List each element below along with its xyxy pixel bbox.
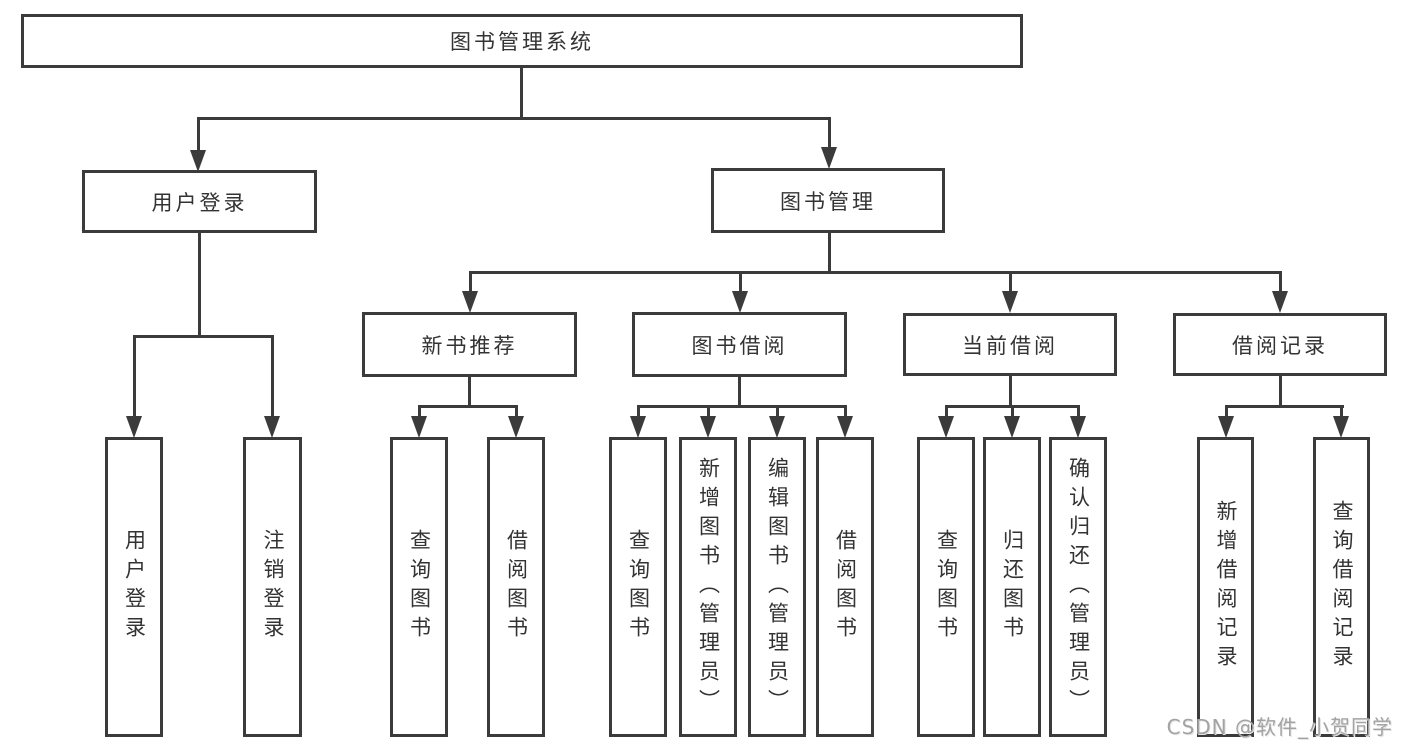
leaf-query-books-current: 查询图书 <box>917 437 975 737</box>
node-book-borrowing: 图书借阅 <box>632 312 847 377</box>
connector-line <box>133 335 136 417</box>
connector-line <box>776 405 779 418</box>
arrowhead-down-icon <box>1070 416 1086 438</box>
node-book-management: 图书管理 <box>711 168 945 233</box>
arrowhead-down-icon <box>126 416 142 438</box>
arrowhead-down-icon <box>462 291 478 313</box>
arrowhead-down-icon <box>821 147 837 169</box>
connector-line <box>945 405 948 418</box>
connector-line <box>133 335 274 338</box>
connector-line <box>515 405 518 418</box>
connector-line <box>1225 405 1344 408</box>
connector-line <box>1011 405 1014 418</box>
arrowhead-down-icon <box>508 416 524 438</box>
arrowhead-down-icon <box>837 416 853 438</box>
arrowhead-down-icon <box>700 416 716 438</box>
node-new-book-recommendation: 新书推荐 <box>362 312 577 377</box>
connector-line <box>738 377 741 408</box>
node-borrowing-records: 借阅记录 <box>1173 313 1387 376</box>
leaf-query-borrow-record: 查询借阅记录 <box>1313 437 1370 737</box>
connector-line <box>271 335 274 417</box>
connector-line <box>469 271 1282 274</box>
leaf-add-books-admin: 新增图书（管理员） <box>679 437 737 737</box>
connector-line <box>1077 405 1080 418</box>
arrowhead-down-icon <box>1333 416 1349 438</box>
arrowhead-down-icon <box>411 416 427 438</box>
connector-line <box>844 405 847 418</box>
connector-line <box>197 117 200 152</box>
connector-line <box>1279 271 1282 292</box>
node-user-login: 用户登录 <box>82 170 317 233</box>
leaf-return-books: 归还图书 <box>983 437 1041 737</box>
connector-line <box>198 233 201 338</box>
arrowhead-down-icon <box>769 416 785 438</box>
connector-line <box>637 405 640 418</box>
arrowhead-down-icon <box>264 416 280 438</box>
arrowhead-down-icon <box>190 150 206 172</box>
arrowhead-down-icon <box>1004 416 1020 438</box>
arrowhead-down-icon <box>1218 416 1234 438</box>
leaf-edit-books-admin: 编辑图书（管理员） <box>748 437 806 737</box>
connector-line <box>828 117 831 148</box>
connector-line <box>520 68 523 117</box>
arrowhead-down-icon <box>630 416 646 438</box>
arrowhead-down-icon <box>1272 291 1288 313</box>
connector-line <box>707 405 710 418</box>
node-current-borrowing: 当前借阅 <box>903 313 1117 376</box>
connector-line <box>637 405 847 408</box>
watermark: CSDN @软件_小贺同学 <box>1166 715 1393 739</box>
connector-line <box>468 377 471 408</box>
connector-line <box>1279 376 1282 408</box>
leaf-borrow-books-rec: 借阅图书 <box>487 437 545 737</box>
connector-line <box>1009 376 1012 408</box>
leaf-user-login: 用户登录 <box>105 437 163 737</box>
connector-line <box>1009 271 1012 292</box>
leaf-logout: 注销登录 <box>243 437 302 737</box>
arrowhead-down-icon <box>938 416 954 438</box>
connector-line <box>1225 405 1228 418</box>
connector-line <box>1340 405 1343 418</box>
connector-line <box>418 405 518 408</box>
connector-line <box>828 233 831 274</box>
leaf-query-books-rec: 查询图书 <box>390 437 448 737</box>
arrowhead-down-icon <box>732 291 748 313</box>
connector-line <box>197 117 831 120</box>
connector-line <box>739 271 742 292</box>
node-library-management-system: 图书管理系统 <box>21 14 1023 68</box>
arrowhead-down-icon <box>1002 291 1018 313</box>
connector-line <box>418 405 421 418</box>
leaf-borrow-books-borrow: 借阅图书 <box>816 437 874 737</box>
connector-line <box>469 271 472 292</box>
leaf-add-borrow-record: 新增借阅记录 <box>1197 437 1254 737</box>
leaf-query-books-borrow: 查询图书 <box>609 437 667 737</box>
leaf-confirm-return-admin: 确认归还（管理员） <box>1049 437 1107 737</box>
